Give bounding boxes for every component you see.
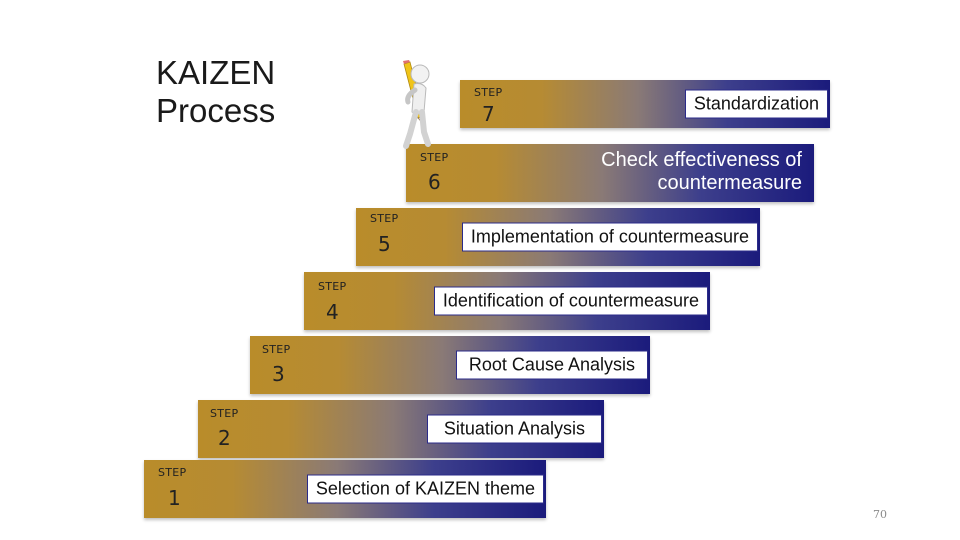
step-1: Selection of KAIZEN theme STEP 1 (144, 460, 546, 518)
step-7-label: Standardization (684, 89, 828, 119)
step-3: Root Cause Analysis STEP 3 (250, 336, 650, 394)
step-5-word: STEP (370, 212, 399, 225)
step-3-label: Root Cause Analysis (455, 350, 648, 380)
step-6: Check effectiveness of countermeasure ST… (406, 144, 814, 202)
step-1-number: 1 (168, 486, 181, 510)
step-6-label: Check effectiveness of countermeasure (601, 149, 802, 195)
step-2: Situation Analysis STEP 2 (198, 400, 604, 458)
page-number: 70 (873, 508, 887, 521)
step-5-number: 5 (378, 232, 391, 256)
step-6-label-line-1: Check effectiveness of (601, 149, 802, 171)
step-6-number: 6 (428, 170, 441, 194)
step-5-label: Implementation of countermeasure (461, 222, 758, 252)
step-7-number: 7 (482, 102, 495, 126)
step-3-number: 3 (272, 362, 285, 386)
step-2-word: STEP (210, 407, 239, 420)
step-6-label-line-2: countermeasure (657, 172, 802, 194)
step-4-word: STEP (318, 280, 347, 293)
step-3-word: STEP (262, 343, 291, 356)
page-title: KAIZEN Process (156, 54, 275, 130)
step-4-number: 4 (326, 300, 339, 324)
step-2-number: 2 (218, 426, 231, 450)
step-6-bar (406, 144, 814, 202)
title-line-2: Process (156, 92, 276, 129)
title-line-1: KAIZEN (156, 54, 276, 91)
step-7: Standardization STEP 7 (460, 80, 830, 128)
step-7-word: STEP (474, 86, 503, 99)
stick-figure-with-pencil-icon (403, 60, 431, 149)
step-1-label: Selection of KAIZEN theme (306, 474, 544, 504)
step-4: Identification of countermeasure STEP 4 (304, 272, 710, 330)
step-1-word: STEP (158, 466, 187, 479)
step-6-word: STEP (420, 151, 449, 164)
step-5: Implementation of countermeasure STEP 5 (356, 208, 760, 266)
step-2-label: Situation Analysis (426, 414, 602, 444)
step-4-label: Identification of countermeasure (433, 286, 708, 316)
